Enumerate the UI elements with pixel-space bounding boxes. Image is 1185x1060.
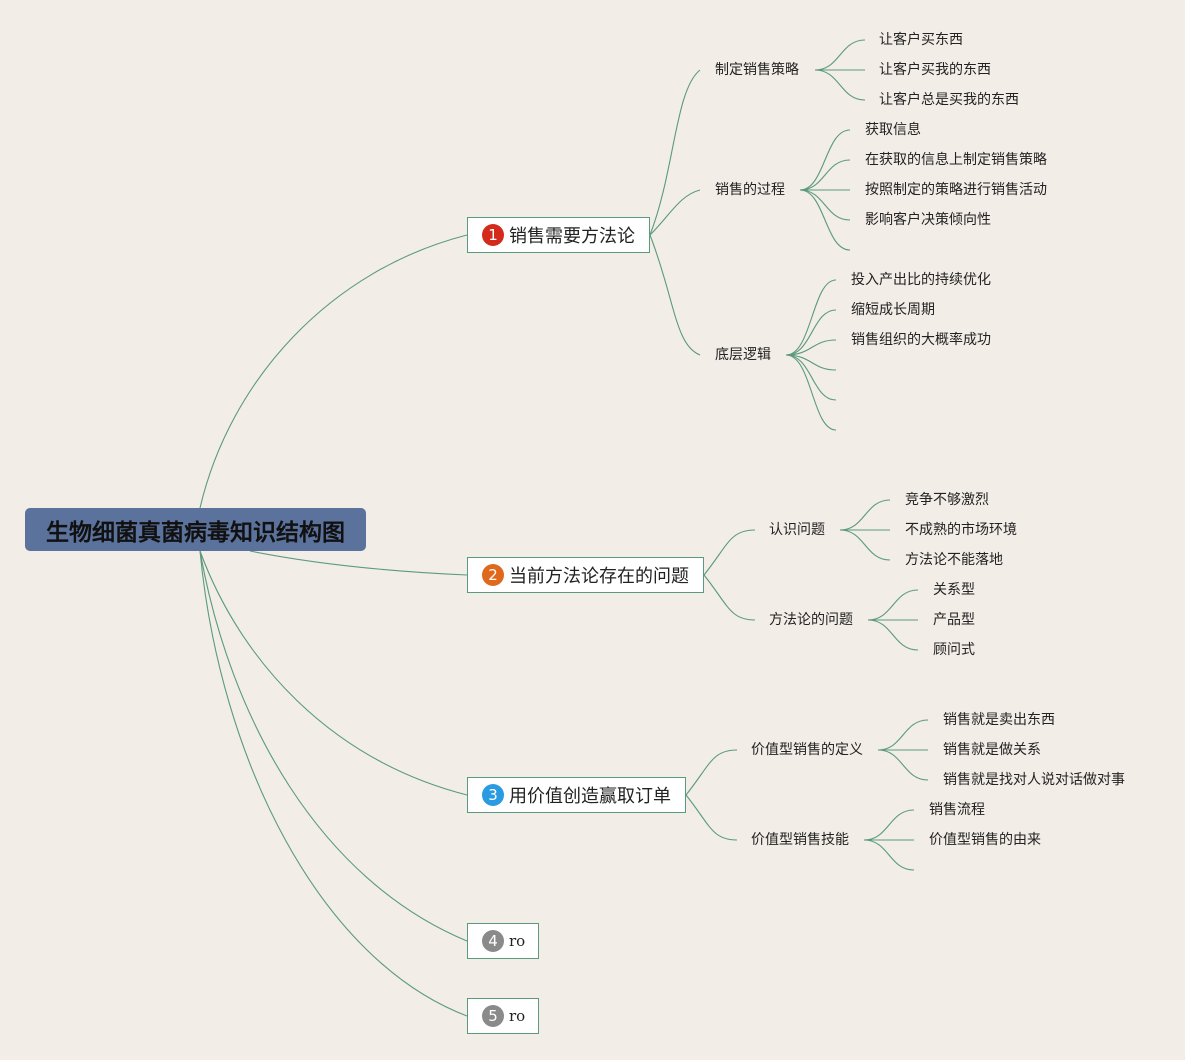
subtopic-node[interactable]: 价值型销售技能 [751,832,849,848]
subtopic-node[interactable]: 制定销售策略 [715,62,799,78]
subtopic-node[interactable]: 销售的过程 [715,182,785,198]
link-t1-s3 [649,234,701,356]
leaf-node[interactable]: 关系型 [933,582,975,598]
link-root-topic4 [199,550,468,942]
leaf-node[interactable]: 按照制定的策略进行销售活动 [865,182,1047,198]
leaf-node[interactable]: 让客户买我的东西 [879,62,991,78]
number-badge-icon: 4 [482,930,504,952]
topic-node-3[interactable]: 3 用价值创造赢取订单 [467,777,686,813]
leaf-node[interactable]: 销售就是卖出东西 [943,712,1055,728]
number-badge-icon: 3 [482,784,504,806]
leaf-node[interactable]: 方法论不能落地 [905,552,1003,568]
leaf-node[interactable]: 获取信息 [865,122,921,138]
leaf-node[interactable]: 销售流程 [929,802,985,818]
topic-label: ro [509,932,526,950]
subtopic-node[interactable]: 价值型销售的定义 [751,742,863,758]
leaf-node[interactable]: 销售组织的大概率成功 [851,332,991,348]
root-node[interactable]: 生物细菌真菌病毒知识结构图 [25,508,366,551]
link-root-topic5 [199,550,468,1017]
subtopic-node[interactable]: 底层逻辑 [715,347,771,363]
leaf-node[interactable]: 价值型销售的由来 [929,832,1041,848]
leaf-node[interactable]: 竞争不够激烈 [905,492,989,508]
leaf-node[interactable]: 不成熟的市场环境 [905,522,1017,538]
link-root-topic1 [199,234,468,509]
number-badge-icon: 1 [482,224,504,246]
topic-label: 当前方法论存在的问题 [509,566,689,587]
link-t3-s1 [685,749,738,796]
leaf-node[interactable]: 顾问式 [933,642,975,658]
link-t3-s2 [685,794,738,841]
topic-label: 销售需要方法论 [509,226,635,247]
link-root-topic2 [249,550,468,576]
leaf-node[interactable]: 销售就是找对人说对话做对事 [943,772,1125,788]
link-t2-s1 [703,529,756,576]
topic-node-4[interactable]: 4 ro [467,923,539,959]
leaf-node[interactable]: 影响客户决策倾向性 [865,212,991,228]
topic-node-5[interactable]: 5 ro [467,998,539,1034]
link-t1-s2 [649,189,701,236]
topic-label: 用价值创造赢取订单 [509,786,671,807]
leaf-node[interactable]: 销售就是做关系 [943,742,1041,758]
leaf-node[interactable]: 让客户买东西 [879,32,963,48]
topic-label: ro [509,1007,526,1025]
topic-node-2[interactable]: 2 当前方法论存在的问题 [467,557,704,593]
link-t2-s2 [703,574,756,621]
subtopic-node[interactable]: 方法论的问题 [769,612,853,628]
link-t1-s1 [649,69,701,236]
leaf-node[interactable]: 缩短成长周期 [851,302,935,318]
root-title: 生物细菌真菌病毒知识结构图 [46,519,345,546]
topic-node-1[interactable]: 1 销售需要方法论 [467,217,650,253]
leaf-node[interactable]: 产品型 [933,612,975,628]
link-root-topic3 [199,550,468,796]
leaf-node[interactable]: 让客户总是买我的东西 [879,92,1019,108]
number-badge-icon: 2 [482,564,504,586]
leaf-node[interactable]: 在获取的信息上制定销售策略 [865,152,1047,168]
number-badge-icon: 5 [482,1005,504,1027]
leaf-node[interactable]: 投入产出比的持续优化 [851,272,991,288]
subtopic-node[interactable]: 认识问题 [769,522,825,538]
